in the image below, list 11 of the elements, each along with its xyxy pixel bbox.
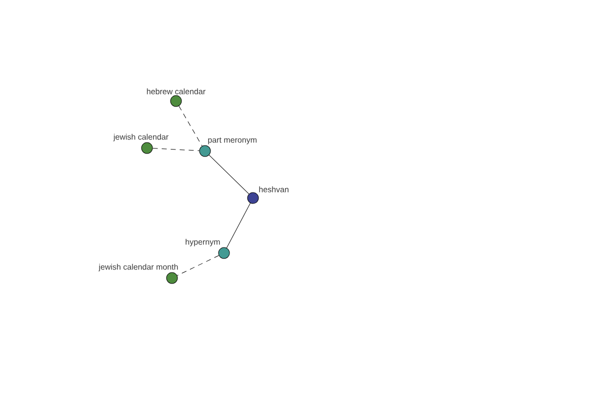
node-label: hypernym: [186, 238, 220, 246]
node-label: jewish calendar: [113, 134, 168, 142]
connector-line: [152, 148, 200, 151]
connector-line: [226, 202, 251, 248]
connector-line: [208, 154, 250, 194]
connector-line: [176, 255, 220, 276]
connector-line: [178, 106, 202, 146]
node-label: part meronym: [208, 137, 256, 144]
node-label: hebrew calendar: [146, 88, 206, 94]
node-label: jewish calendar month: [98, 264, 178, 272]
node-label: heshvan: [259, 186, 288, 192]
